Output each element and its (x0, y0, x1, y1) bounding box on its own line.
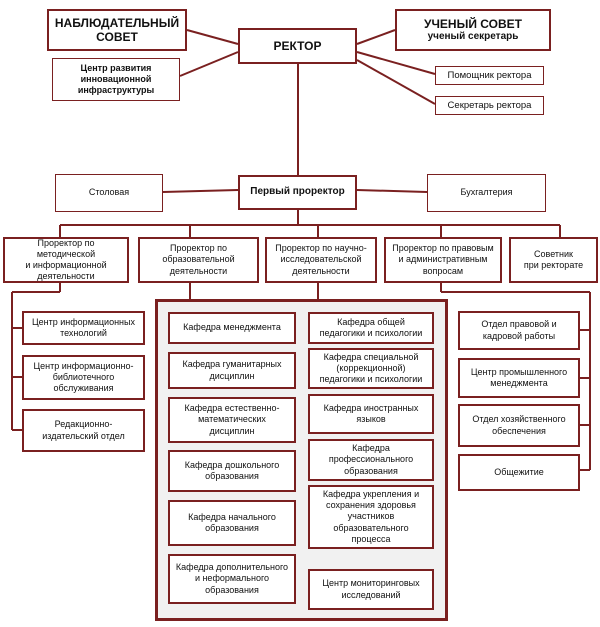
canteen-box: Столовая (55, 174, 163, 212)
rector-secretary-box: Секретарь ректора (435, 96, 544, 115)
economic-support-department-box: Отдел хозяйственного обеспечения (458, 404, 580, 447)
department-professional-box: Кафедра профессионального образования (308, 439, 434, 481)
department-management-box: Кафедра менеджмента (168, 312, 296, 344)
supervisory-board-box: НАБЛЮДАТЕЛЬНЫЙ СОВЕТ (47, 9, 187, 51)
innovation-center-box: Центр развития инновационной инфраструкт… (52, 58, 180, 101)
library-center-box: Центр информационно- библиотечного обслу… (22, 355, 145, 400)
publishing-department-box: Редакционно- издательский отдел (22, 409, 145, 452)
vice-rector-educational-box: Проректор по образовательной деятельност… (138, 237, 259, 283)
department-additional-box: Кафедра дополнительного и неформального … (168, 554, 296, 604)
rector-box: РЕКТОР (238, 28, 357, 64)
legal-hr-department-box: Отдел правовой и кадровой работы (458, 311, 580, 350)
department-foreign-languages-box: Кафедра иностранных языков (308, 394, 434, 434)
it-center-box: Центр информационных технологий (22, 311, 145, 345)
academic-council-box: УЧЕНЫЙ СОВЕТ ученый секретарь (395, 9, 551, 51)
department-special-pedagogy-box: Кафедра специальной (коррекционной) педа… (308, 348, 434, 389)
advisor-box: Советник при ректорате (509, 237, 598, 283)
academic-council-label: УЧЕНЫЙ СОВЕТ (424, 16, 522, 31)
department-preschool-box: Кафедра дошкольного образования (168, 450, 296, 492)
academic-secretary-label: ученый секретарь (427, 30, 519, 42)
dormitory-box: Общежитие (458, 454, 580, 491)
department-primary-box: Кафедра начального образования (168, 500, 296, 546)
department-humanities-box: Кафедра гуманитарных дисциплин (168, 352, 296, 389)
industrial-management-center-box: Центр промышленного менеджмента (458, 358, 580, 398)
first-vice-rector-box: Первый проректор (238, 175, 357, 210)
department-natural-math-box: Кафедра естественно- математических дисц… (168, 397, 296, 443)
rector-assistant-box: Помощник ректора (435, 66, 544, 85)
accounting-box: Бухгалтерия (427, 174, 546, 212)
department-general-pedagogy-box: Кафедра общей педагогики и психологии (308, 312, 434, 344)
vice-rector-research-box: Проректор по научно- исследовательской д… (265, 237, 377, 283)
monitoring-center-box: Центр мониторинговых исследований (308, 569, 434, 610)
department-health-box: Кафедра укрепления и сохранения здоровья… (308, 485, 434, 549)
vice-rector-legal-box: Проректор по правовым и административным… (384, 237, 502, 283)
vice-rector-methodical-box: Проректор по методической и информационн… (3, 237, 129, 283)
